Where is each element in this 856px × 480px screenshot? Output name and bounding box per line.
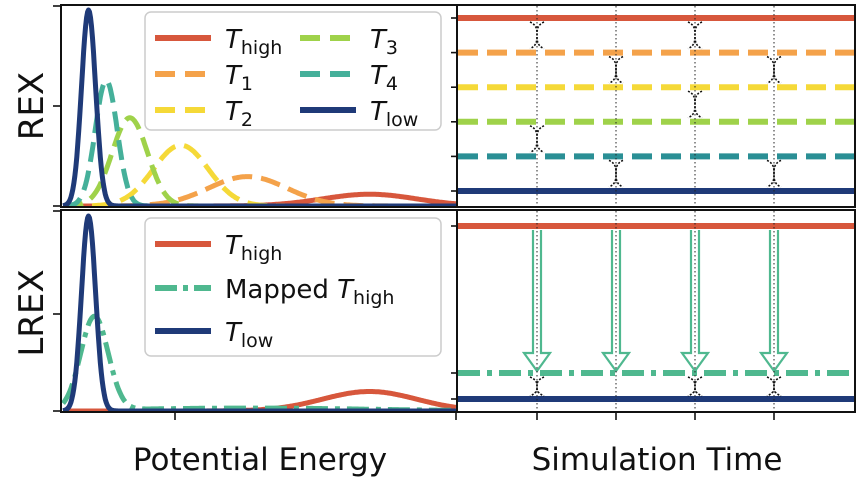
row-label-lrex: LREX — [12, 269, 52, 356]
x-label-potential-energy: Potential Energy — [133, 442, 387, 478]
legend-label: T3 — [370, 25, 398, 59]
legend-symbol: T — [370, 61, 388, 91]
lrex-timeline-frame — [456, 209, 856, 413]
legend-label: Tlow — [370, 97, 418, 131]
legend-subscript: low — [241, 330, 273, 352]
row-label-rex: REX — [12, 72, 52, 140]
legend-box — [144, 11, 442, 131]
legend-symbol: T — [225, 97, 243, 127]
legend-subscript: high — [241, 243, 282, 265]
level-ticks — [451, 17, 457, 400]
legend-label: Mapped Thigh — [225, 275, 394, 309]
legend-label: T4 — [370, 61, 398, 95]
legend-symbol: T — [225, 231, 243, 261]
legend-symbol: T — [370, 25, 388, 55]
exchange-mark — [766, 55, 782, 84]
legend-subscript: low — [386, 109, 418, 131]
legend-symbol: T — [225, 61, 243, 91]
legend-symbol: T — [370, 97, 388, 127]
exchange-mark — [687, 90, 703, 119]
series-t_3 — [61, 115, 457, 207]
rex-timeline-panel — [458, 15, 854, 194]
time-ticks — [536, 6, 775, 420]
legend-subscript: 3 — [386, 37, 398, 59]
legend-subscript: 1 — [241, 73, 253, 95]
y-ticks — [53, 5, 61, 412]
legend-subscript: high — [241, 37, 282, 59]
exchange-mark — [608, 159, 624, 188]
legend-prefix: Mapped — [225, 275, 337, 305]
exchange-mark — [766, 159, 782, 188]
x-label-simulation-time: Simulation Time — [532, 442, 783, 478]
legend-subscript: high — [353, 287, 394, 309]
legend-label: Tlow — [225, 318, 273, 352]
legend-symbol: T — [225, 318, 243, 348]
exchange-mark — [608, 55, 624, 84]
legend-subscript: 4 — [386, 73, 398, 95]
legend-label: T1 — [225, 61, 253, 95]
legend-label: Thigh — [225, 231, 282, 265]
legend-symbol: T — [337, 275, 355, 305]
rex-timeline-frame — [456, 4, 856, 208]
x-ticks — [174, 412, 457, 420]
exchange-mark — [529, 376, 545, 397]
legend-subscript: 2 — [241, 109, 253, 131]
legend-box — [144, 217, 442, 357]
legend-symbol: T — [225, 25, 243, 55]
legend-label: Thigh — [225, 25, 282, 59]
legend-label: T2 — [225, 97, 253, 131]
lrex-timeline-panel — [458, 223, 854, 402]
exchange-mark — [766, 376, 782, 397]
exchange-mark — [687, 376, 703, 397]
